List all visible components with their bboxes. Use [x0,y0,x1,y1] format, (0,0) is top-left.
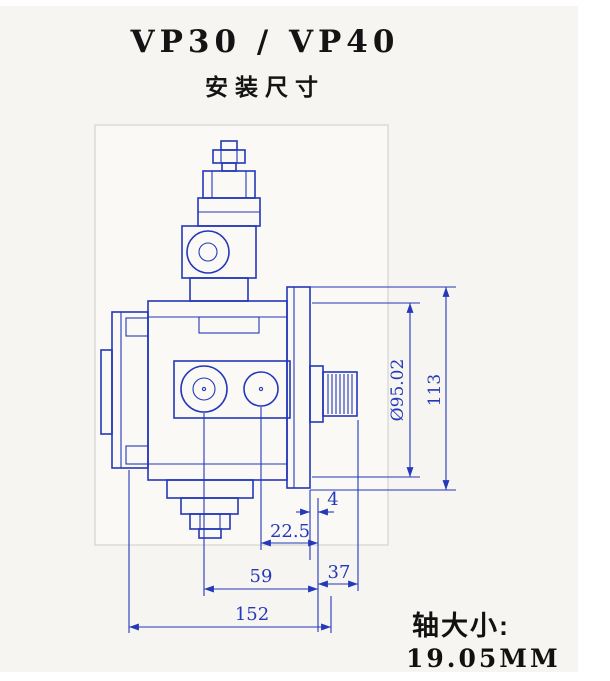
dim-port-offset-label: 22.5 [270,521,310,542]
dim-overall-width: 152 [129,604,331,631]
dim-diameter: Ø95.02 [388,303,414,477]
pump-shaft [309,365,358,423]
page-title: VP30 / VP40 [130,24,400,60]
extension-lines [128,286,456,633]
pump-top-valve [181,140,261,302]
dim-shaft-length: 37 [318,562,358,588]
dim-overall-height: 113 [425,287,450,490]
dim-overall-width-label: 152 [235,604,269,625]
pump-bottom-fitting [166,479,254,539]
shaft-size-label: 轴大小: [412,611,510,641]
dim-diameter-label: Ø95.02 [388,359,408,422]
dim-port-offset: 22.5 [261,521,318,547]
dim-body-width-label: 59 [250,566,273,587]
pump-main-body [100,286,311,489]
dim-overall-height-label: 113 [425,374,445,406]
shaft-size-value: 19.05MM [406,644,561,673]
drawing-frame [94,124,389,546]
dim-body-width: 59 [204,566,318,593]
dim-shaft-length-label: 37 [328,562,351,583]
dim-flange-offset: 4 [296,489,339,516]
dim-flange-offset-label: 4 [327,489,338,510]
page-subtitle: 安装尺寸 [205,74,325,100]
